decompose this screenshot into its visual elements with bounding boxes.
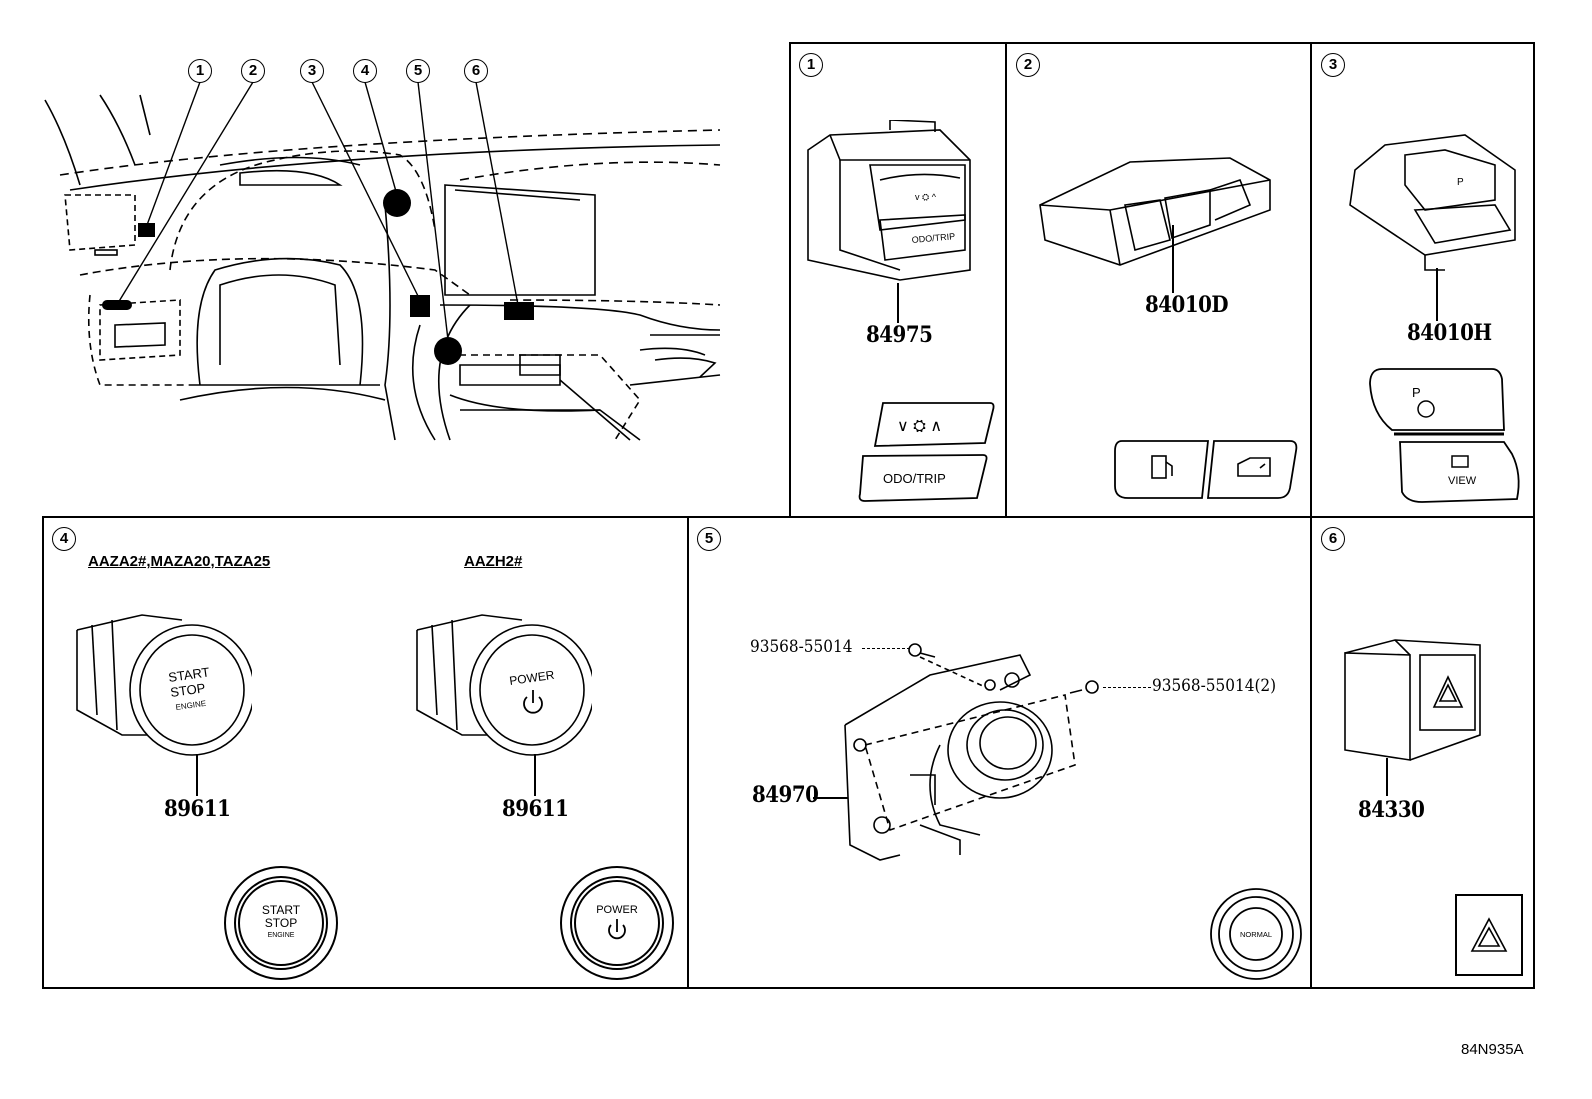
parking-view-switch-face: P VIEW [1369,368,1520,503]
power-icon [523,690,543,714]
start-label-1: START [167,664,210,685]
start-stop-switch-illustration: START STOP ENGINE [76,614,252,756]
start-label-2: STOP [169,680,206,700]
face-power-icon [608,919,626,940]
callout-1: 1 [188,59,212,83]
drive-mode-dial-face: NORMAL [1210,888,1302,980]
panel-2-number: 2 [1016,53,1040,77]
odo-trip-label: ODO/TRIP [883,471,946,486]
svg-text:P: P [1457,177,1464,188]
marker-6 [504,302,534,320]
part-number-84975: 84975 [866,322,933,348]
panel-1-number: 1 [799,53,823,77]
panel-5-number: 5 [697,527,721,551]
leader-bolt-right [1103,687,1151,688]
face-start-label-1: START [262,903,301,917]
leader-84975 [897,283,899,323]
parking-view-switch-illustration: P [1349,134,1516,271]
callout-5: 5 [406,59,430,83]
drive-mode-switch-illustration [844,643,1099,861]
callout-2: 2 [241,59,265,83]
leader-84010D [1172,225,1174,293]
bolt-part-right: 93568-55014(2) [1152,676,1277,696]
start-label-3: ENGINE [175,699,207,712]
p-label: P [1412,385,1421,400]
bolt-part-left: 93568-55014 [750,637,853,657]
hazard-switch-face [1455,894,1523,976]
face-start-label-3: ENGINE [268,932,295,939]
panel-3-number: 3 [1321,53,1345,77]
hazard-icon [1470,917,1508,952]
tailgate-icon [1237,457,1271,477]
leader-89611-b [534,754,536,796]
power-button-face: POWER [560,866,674,980]
power-switch-illustration: POWER [416,614,592,756]
leader-84330 [1386,758,1388,796]
odo-switch-face: ∨ ⛭ ∧ ODO/TRIP [858,402,995,502]
part-number-84970: 84970 [752,782,819,808]
leader-84970 [813,797,848,799]
panel-6 [1310,516,1535,989]
marker-5 [434,337,462,365]
part-number-84010H: 84010H [1407,320,1492,346]
part-number-84010D: 84010D [1145,292,1229,318]
view-label: VIEW [1448,475,1477,487]
steering-assist-icon [1417,400,1435,418]
odo-switch-illustration: ODO/TRIP v ⛭ ^ [807,120,971,281]
part-number-84330: 84330 [1358,797,1425,823]
panel-6-number: 6 [1321,527,1345,551]
model-code-gasoline: AAZA2#,MAZA20,TAZA25 [88,553,271,570]
leader-bolt-left [862,648,910,649]
fuel-tailgate-switch-illustration [1039,157,1271,266]
part-number-89611-b: 89611 [502,796,569,822]
power-label: POWER [508,668,555,688]
marker-2 [102,300,132,310]
start-stop-button-face: START STOP ENGINE [224,866,338,980]
callout-3: 3 [300,59,324,83]
bolt-right-icon [1085,680,1099,694]
diagram-reference-code: 84N935A [1461,1041,1524,1058]
svg-text:v ⛭ ^: v ⛭ ^ [915,192,937,202]
part-number-89611-a: 89611 [164,796,231,822]
hazard-switch-illustration [1344,639,1481,761]
marker-3 [410,295,430,317]
face-start-label-2: STOP [265,916,297,930]
marker-1 [138,223,155,237]
dashboard-overview [44,81,721,441]
svg-text:ODO/TRIP: ODO/TRIP [911,231,955,245]
fuel-door-icon [1151,455,1173,479]
bolt-left-icon [908,643,922,657]
face-power-label: POWER [596,904,638,916]
fuel-tailgate-switch-face [1114,440,1298,499]
panel-4-number: 4 [52,527,76,551]
callout-4: 4 [353,59,377,83]
marker-4 [383,189,411,217]
leader-84010H [1436,268,1438,321]
callout-6: 6 [464,59,488,83]
normal-label: NORMAL [1240,930,1272,939]
camera-view-icon [1451,455,1469,468]
model-code-hybrid: AAZH2# [464,553,523,570]
svg-text:∨ ⛭ ∧: ∨ ⛭ ∧ [897,418,942,435]
leader-89611-a [196,754,198,796]
